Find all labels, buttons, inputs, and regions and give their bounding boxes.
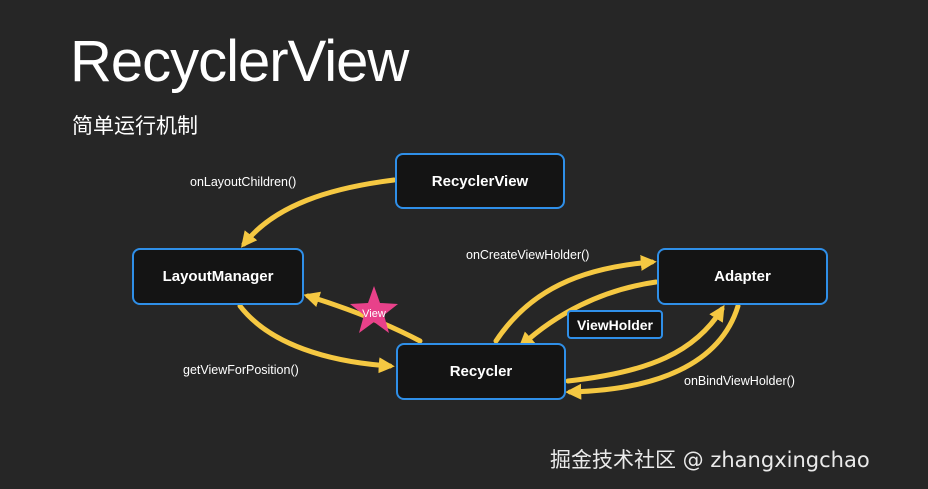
node-recycler: Recycler [396, 343, 566, 400]
node-viewholder: ViewHolder [567, 310, 663, 339]
arrow-oncreate-request [493, 254, 657, 344]
node-recycler-label: Recycler [449, 363, 513, 380]
arrow-onbind-return [565, 303, 741, 400]
slide-title: RecyclerView [70, 29, 409, 94]
arrow-viewholder-return [518, 279, 659, 349]
arrow-view-return [303, 291, 423, 344]
watermark: 掘金技术社区 @ zhangxingchao [550, 448, 870, 472]
arrow-onbind-request [565, 304, 725, 384]
node-viewholder-label: ViewHolder [577, 316, 653, 333]
edge-label-oncreateviewholder: onCreateViewHolder() [466, 248, 590, 262]
arrow-onlayoutchildren [241, 177, 397, 248]
node-recyclerview: RecyclerView [395, 153, 565, 209]
star-icon [350, 286, 398, 333]
node-layoutmanager-label: LayoutManager [162, 268, 274, 285]
node-adapter: Adapter [657, 248, 828, 305]
edge-label-onlayoutchildren: onLayoutChildren() [190, 175, 297, 189]
edge-label-onbindviewholder: onBindViewHolder() [684, 374, 795, 388]
node-adapter-label: Adapter [714, 268, 771, 285]
edge-label-getviewforposition: getViewForPosition() [183, 363, 299, 377]
slide-subtitle: 简单运行机制 [72, 114, 198, 138]
star-label: View [362, 308, 386, 320]
node-recyclerview-label: RecyclerView [431, 172, 529, 190]
node-layoutmanager: LayoutManager [132, 248, 304, 305]
arrow-getviewforposition [237, 303, 395, 374]
